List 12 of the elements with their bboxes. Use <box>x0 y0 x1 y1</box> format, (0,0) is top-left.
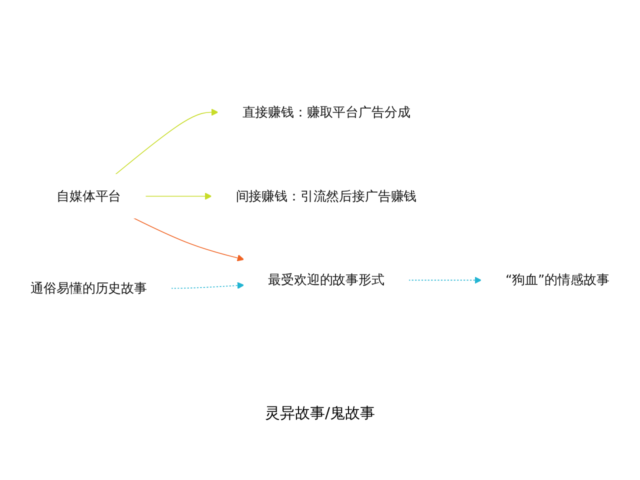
node-text: 直接赚钱：赚取平台广告分成 <box>242 104 410 120</box>
node-text: “狗血”的情感故事 <box>505 272 610 288</box>
arrow <box>170 282 244 289</box>
node-text: 间接赚钱：引流然后接广告赚钱 <box>236 188 417 204</box>
arrow <box>133 217 244 262</box>
node-text: 自媒体平台 <box>56 188 122 204</box>
node-text: 最受欢迎的故事形式 <box>268 272 384 288</box>
node-text: 通俗易懂的历史故事 <box>30 280 147 296</box>
note-text: 灵异故事/鬼故事 <box>264 404 376 423</box>
arrow <box>115 108 218 175</box>
arrow <box>144 192 212 200</box>
arrow <box>408 276 482 284</box>
